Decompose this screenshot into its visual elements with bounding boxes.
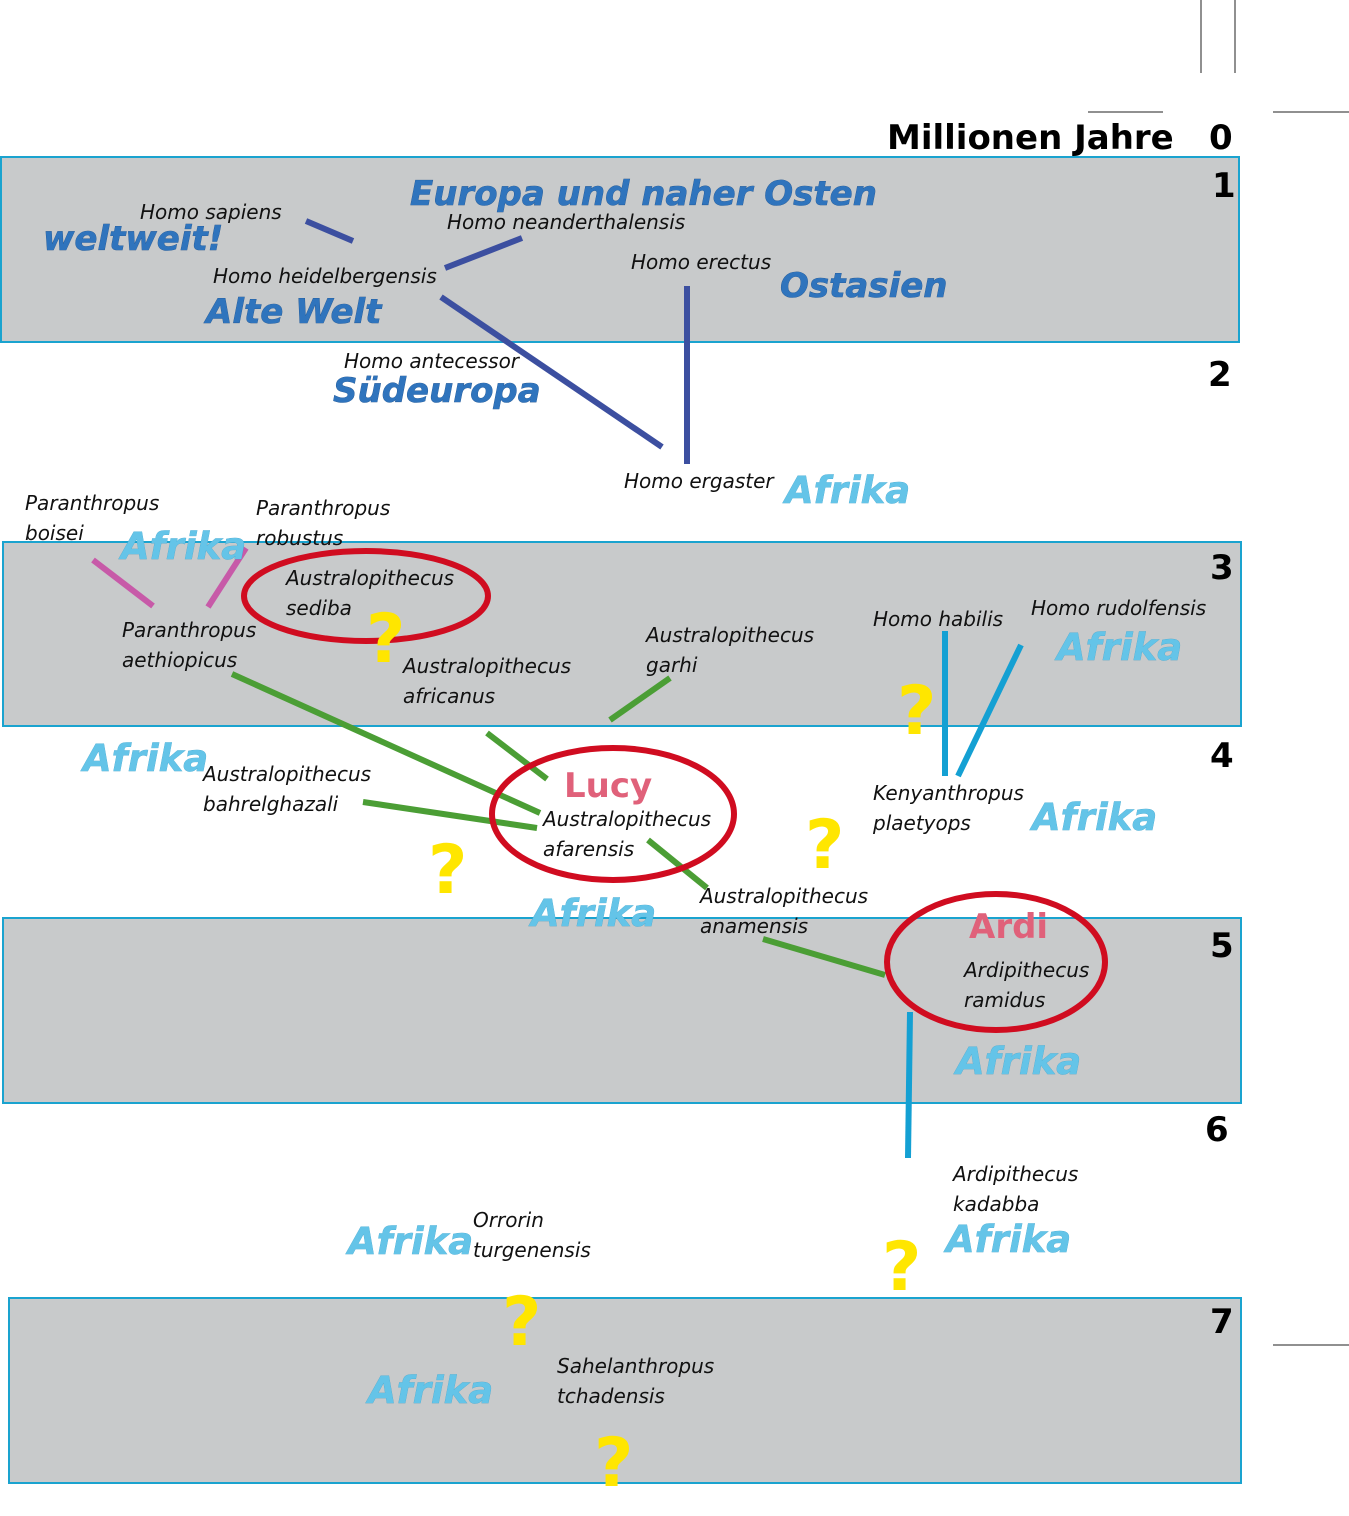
- axis-title: Millionen Jahre: [887, 118, 1174, 158]
- species-homo-ergaster: Homo ergaster: [624, 469, 775, 493]
- region-ostasien: Ostasien: [780, 266, 948, 306]
- question-mark-sahelanthropus: ?: [594, 1424, 633, 1503]
- species-homo-heidelbergensis: Homo heidelbergensis: [213, 264, 437, 288]
- region-afrika-afarensis: Afrika: [528, 892, 656, 935]
- axis-tick-2: 2: [1208, 355, 1232, 395]
- line-anamensis-ramidus: [762, 936, 886, 978]
- region-afrika-kenyanthropus: Afrika: [1029, 796, 1157, 839]
- line-paranthropus-robustus: [205, 546, 249, 609]
- highlight-oval-sediba: [241, 548, 491, 644]
- axis-tick-1: 1: [1212, 166, 1236, 206]
- species-australopithecus-garhi: Australopithecus garhi: [644, 623, 820, 677]
- highlight-oval-ardi: [884, 891, 1108, 1033]
- species-homo-antecessor: Homo antecessor: [344, 349, 521, 373]
- species-homo-sapiens: Homo sapiens: [140, 200, 282, 224]
- region-weltweit: weltweit!: [43, 219, 223, 259]
- question-mark-kenyanthropus: ?: [805, 806, 844, 885]
- species-ardipithecus-ramidus: Ardipithecus ramidus: [962, 958, 1096, 1012]
- species-homo-neanderthalensis: Homo neanderthalensis: [447, 210, 685, 234]
- species-homo-erectus: Homo erectus: [631, 250, 771, 274]
- line-homo-heidelbergensis: [439, 294, 664, 450]
- species-paranthropus-boisei: Paranthropus boisei: [25, 491, 166, 545]
- line-homo-sapiens: [304, 218, 355, 244]
- highlight-oval-lucy: [489, 745, 737, 883]
- line-homo-neanderthalensis: [443, 235, 524, 271]
- species-homo-rudolfensis: Homo rudolfensis: [1031, 596, 1206, 620]
- question-mark-habilis: ?: [897, 672, 936, 751]
- question-mark-bahrelghazali: ?: [428, 831, 467, 910]
- species-homo-habilis: Homo habilis: [873, 607, 1003, 631]
- species-paranthropus-aethiopicus: Paranthropus aethiopicus: [122, 618, 263, 672]
- axis-tick-6: 6: [1205, 1110, 1229, 1150]
- region-afrika-sahelanthropus: Afrika: [365, 1369, 493, 1412]
- question-mark-kadabba: ?: [882, 1228, 921, 1307]
- nickname-ardi: Ardi: [969, 907, 1048, 947]
- species-australopithecus-africanus: Australopithecus africanus: [401, 654, 577, 708]
- line-australopithecus-garhi: [608, 675, 672, 723]
- region-afrika-rudolfensis: Afrika: [1054, 626, 1182, 669]
- species-australopithecus-afarensis: Australopithecus afarensis: [541, 807, 717, 861]
- line-paranthropus-boisei: [91, 557, 155, 609]
- species-ardipithecus-kadabba: Ardipithecus kadabba: [951, 1162, 1085, 1216]
- axis-tick-4: 4: [1210, 736, 1234, 776]
- line-ardipithecus-kadabba: [905, 1011, 913, 1159]
- line-australopithecus-africanus: [485, 730, 549, 782]
- line-homo-rudolfensis: [955, 643, 1024, 778]
- region-suedeuropa: Südeuropa: [333, 371, 541, 411]
- region-alte-welt: Alte Welt: [203, 292, 383, 332]
- axis-tick-5: 5: [1210, 926, 1234, 966]
- region-europa-naher-osten: Europa und naher Osten: [410, 174, 877, 214]
- species-paranthropus-robustus: Paranthropus robustus: [256, 496, 397, 550]
- region-afrika-bahrelghazali: Afrika: [80, 737, 208, 780]
- time-band-5-6: [2, 917, 1242, 1104]
- region-afrika-kadabba: Afrika: [943, 1218, 1071, 1261]
- species-australopithecus-sediba: Australopithecus sediba: [284, 566, 460, 620]
- region-afrika-orrorin: Afrika: [345, 1220, 473, 1263]
- nickname-lucy: Lucy: [564, 766, 652, 806]
- time-band-7: [8, 1297, 1242, 1484]
- species-kenyanthropus-platyops: Kenyanthropus plaetyops: [872, 781, 1030, 835]
- question-mark-orrorin: ?: [502, 1283, 541, 1362]
- region-afrika-ergaster: Afrika: [782, 469, 910, 512]
- line-afarensis-anamensis: [646, 837, 709, 891]
- axis-tick-3: 3: [1210, 548, 1234, 588]
- axis-tick-7: 7: [1210, 1302, 1234, 1342]
- species-orrorin-tugenensis: Orrorin turgenensis: [473, 1208, 591, 1262]
- line-australopithecus-bahrelghazali: [362, 799, 538, 831]
- region-afrika-paranthropus: Afrika: [118, 525, 246, 568]
- axis-tick-0: 0: [1209, 118, 1233, 158]
- region-afrika-ramidus: Afrika: [953, 1040, 1081, 1083]
- time-band-3-4: [2, 541, 1242, 727]
- species-sahelanthropus-tchadensis: Sahelanthropus tchadensis: [557, 1354, 721, 1408]
- line-paranthropus-aethiopicus: [230, 671, 542, 816]
- question-mark-sediba: ?: [366, 600, 405, 679]
- species-australopithecus-anamensis: Australopithecus anamensis: [698, 884, 874, 938]
- species-australopithecus-bahrelghazali: Australopithecus bahrelghazali: [201, 762, 377, 816]
- time-band-1-2: [0, 156, 1240, 343]
- lineage-lines: [91, 218, 1024, 1159]
